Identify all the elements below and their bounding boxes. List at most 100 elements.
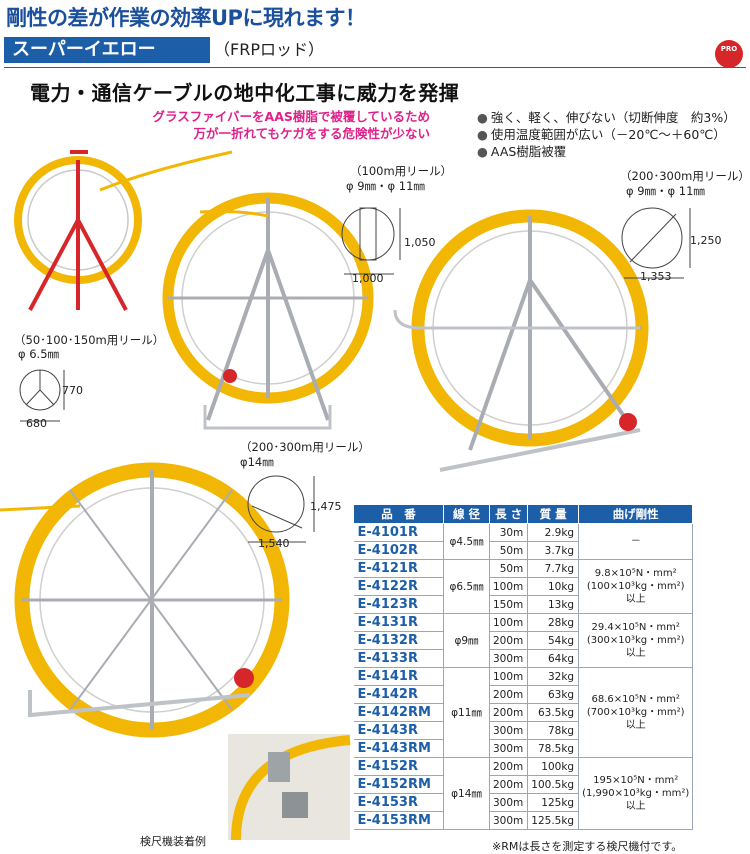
reel-200-300m-image xyxy=(393,209,649,472)
product-code: E-4141R xyxy=(353,667,444,686)
wire-diameter: φ4.5㎜ xyxy=(443,523,490,560)
product-code: E-4143RM xyxy=(353,739,444,758)
product-code: E-4152RM xyxy=(353,775,444,794)
pro-badge-icon: PRO xyxy=(715,40,743,68)
product-code: E-4121R xyxy=(353,559,444,578)
length: 200m xyxy=(488,757,529,776)
product-code: E-4152R xyxy=(353,757,444,776)
bullet-icon: ● xyxy=(477,110,488,125)
footnote: ※RMは長さを測定する検尺機付です。 xyxy=(492,840,683,853)
mass: 125kg xyxy=(527,793,580,812)
table-row: E-4123R 150m 13kg xyxy=(353,595,693,614)
product-code: E-4132R xyxy=(353,631,444,650)
table-row: E-4132R 200m 54kg xyxy=(353,631,693,650)
product-code: E-4101R xyxy=(353,523,444,542)
warning-line-2: 万が一折れてもケガをする危険性が少ない xyxy=(193,126,430,141)
mass: 63kg xyxy=(527,685,580,704)
reel-14mm-drawing xyxy=(247,475,315,543)
feature-item: ●AAS樹脂被覆 xyxy=(477,144,567,159)
product-code: E-4142RM xyxy=(353,703,444,722)
meter-attachment-image xyxy=(228,734,351,840)
table-row: E-4143R 300m 78kg xyxy=(353,721,693,740)
stiffness: 9.8×10⁵N・mm²(100×10³kg・mm²)以上 xyxy=(578,559,694,614)
reel-100m-image xyxy=(162,192,374,430)
length: 300m xyxy=(488,649,529,668)
product-type: （FRPロッド） xyxy=(214,40,324,59)
table-row: E-4143RM 300m 78.5kg xyxy=(353,739,693,758)
table-row: E-4133R 300m 64kg xyxy=(353,649,693,668)
wire-diameter: φ14㎜ xyxy=(443,757,490,830)
product-code: E-4122R xyxy=(353,577,444,596)
length: 300m xyxy=(488,793,529,812)
length: 50m xyxy=(488,559,529,578)
stiffness: － xyxy=(578,523,694,560)
product-code: E-4133R xyxy=(353,649,444,668)
reel-200-300m-height: 1,250 xyxy=(690,234,722,247)
meter-caption: 検尺機装着例 xyxy=(140,835,206,848)
mass: 100.5kg xyxy=(527,775,580,794)
reel-100m-drawing xyxy=(341,207,401,275)
wire-diameter: φ6.5㎜ xyxy=(443,559,490,614)
length: 50m xyxy=(488,541,529,560)
length: 200m xyxy=(488,703,529,722)
product-code: E-4142R xyxy=(353,685,444,704)
length: 300m xyxy=(488,721,529,740)
warning-line-1: グラスファイバーをAAS樹脂で被覆しているため xyxy=(152,109,430,124)
reel-100m-height: 1,050 xyxy=(404,236,436,249)
product-illustrations xyxy=(0,150,649,840)
mass: 63.5kg xyxy=(527,703,580,722)
table-row: E-4102R 50m 3.7kg xyxy=(353,541,693,560)
mass: 7.7kg xyxy=(527,559,580,578)
length: 30m xyxy=(488,523,529,542)
product-name-bar: スーパーイエロー xyxy=(4,37,210,63)
product-code: E-4123R xyxy=(353,595,444,614)
reel-small-drawing xyxy=(19,369,65,422)
header-mass: 質 量 xyxy=(527,504,580,524)
reel-14mm-width: 1,540 xyxy=(258,537,290,550)
table-row: E-4142R 200m 63kg xyxy=(353,685,693,704)
length: 100m xyxy=(488,667,529,686)
mass: 64kg xyxy=(527,649,580,668)
reel-100m-diameter: φ 9㎜・φ 11㎜ xyxy=(346,179,425,193)
reel-small-width: 680 xyxy=(26,417,47,430)
length: 100m xyxy=(488,613,529,632)
mass: 125.5kg xyxy=(527,811,580,830)
length: 200m xyxy=(488,685,529,704)
length: 200m xyxy=(488,631,529,650)
reel-100m-label: （100m用リール） xyxy=(350,164,453,178)
mass: 2.9kg xyxy=(527,523,580,542)
reel-14mm-label: （200･300m用リール） xyxy=(240,440,370,454)
product-code: E-4102R xyxy=(353,541,444,560)
bullet-icon: ● xyxy=(477,144,488,159)
reel-14mm-image xyxy=(0,462,290,738)
table-row: E-4152RM 200m 100.5kg xyxy=(353,775,693,794)
length: 200m xyxy=(488,775,529,794)
table-row: E-4121R φ6.5㎜ 50m 7.7kg 9.8×10⁵N・mm²(100… xyxy=(353,559,694,614)
headline: 剛性の差が作業の効率UPに現れます！ xyxy=(6,6,366,30)
feature-list: ●強く、軽く、伸びない（切断伸度 約3%） ●使用温度範囲が広い（－20℃～＋6… xyxy=(477,109,736,160)
mass: 32kg xyxy=(527,667,580,686)
header-stiffness: 曲げ剛性 xyxy=(578,504,694,524)
reel-small-diameter: φ 6.5㎜ xyxy=(18,347,60,361)
stiffness: 195×10⁵N・mm²(1,990×10³kg・mm²)以上 xyxy=(578,757,694,830)
spec-table: 品 番 線 径 長 さ 質 量 曲げ剛性 E-4101R φ4.5㎜ 30m 2… xyxy=(353,504,694,830)
mass: 3.7kg xyxy=(527,541,580,560)
reel-small-label: （50･100･150m用リール） xyxy=(14,333,165,347)
mass: 78.5kg xyxy=(527,739,580,758)
mass: 28kg xyxy=(527,613,580,632)
mass: 100kg xyxy=(527,757,580,776)
header-code: 品 番 xyxy=(353,504,444,524)
header-diameter: 線 径 xyxy=(443,504,490,524)
reel-200-300m-label: （200･300m用リール） xyxy=(620,169,750,183)
feature-item: ●強く、軽く、伸びない（切断伸度 約3%） xyxy=(477,110,736,125)
product-code: E-4143R xyxy=(353,721,444,740)
header-rule xyxy=(4,67,746,68)
length: 300m xyxy=(488,811,529,830)
subheadline: 電力・通信ケーブルの地中化工事に威力を発揮 xyxy=(30,81,460,105)
length: 150m xyxy=(488,595,529,614)
reel-200-300m-diameter: φ 9㎜・φ 11㎜ xyxy=(626,184,705,198)
mass: 54kg xyxy=(527,631,580,650)
wire-diameter: φ9㎜ xyxy=(443,613,490,668)
stiffness: 29.4×10⁵N・mm²(300×10³kg・mm²)以上 xyxy=(578,613,694,668)
mass: 13kg xyxy=(527,595,580,614)
